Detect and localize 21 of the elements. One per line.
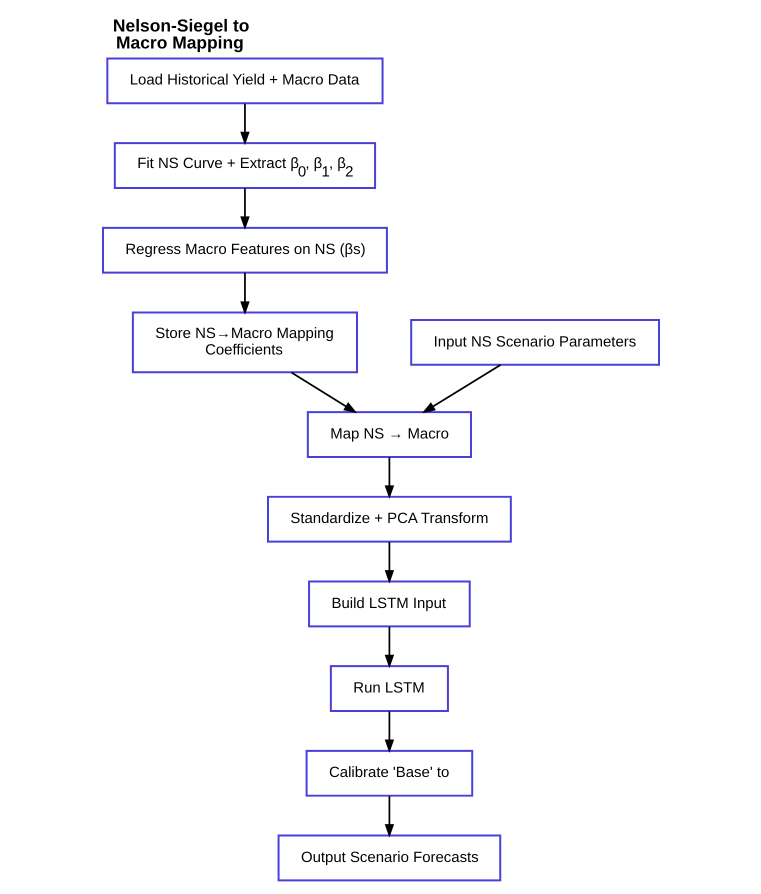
- arrow: [384, 796, 394, 838]
- arrow: [240, 104, 250, 146]
- arrow: [240, 272, 250, 315]
- node-box: Standardize + PCA Transform: [266, 496, 512, 543]
- node-box: Regress Macro Features on NS (βs): [101, 226, 388, 274]
- diagram-title: Nelson-Siegel to Macro Mapping: [112, 15, 249, 53]
- arrow: [384, 711, 394, 753]
- node-box: Calibrate 'Base' to: [305, 750, 473, 797]
- arrow: [384, 542, 394, 584]
- node-box: Input NS Scenario Parameters: [410, 318, 660, 366]
- arrow: [384, 457, 394, 499]
- node-box: Run LSTM: [329, 665, 448, 712]
- arrow: [240, 188, 250, 230]
- arrow: [290, 372, 357, 414]
- arrow: [421, 364, 501, 414]
- node-box: Load Historical Yield + Macro Data: [106, 57, 384, 104]
- node-box: Store NS→Macro Mapping Coefficients: [131, 312, 358, 374]
- node-box: Build LSTM Input: [308, 580, 470, 628]
- arrow: [384, 626, 394, 668]
- node-box: Output Scenario Forecasts: [277, 834, 501, 882]
- node-box: Map NS → Macro: [306, 411, 472, 458]
